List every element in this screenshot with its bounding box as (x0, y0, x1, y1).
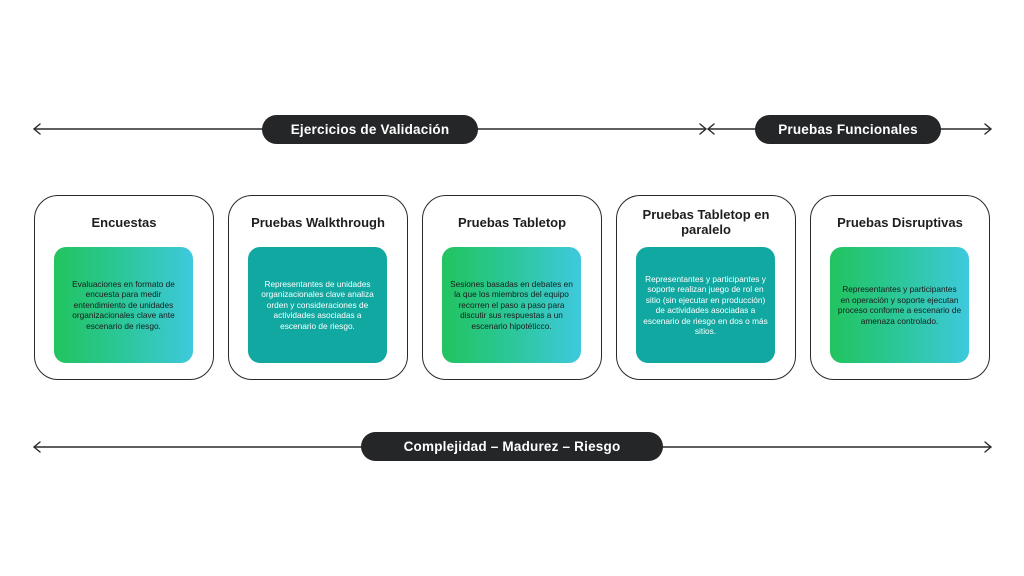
card-title: Pruebas Walkthrough (251, 214, 385, 230)
card-pruebas-tabletop-paralelo: Pruebas Tabletop en paralelo Representan… (616, 195, 796, 380)
functional-arrow-left-head (707, 123, 715, 135)
validation-arrow-left-head (33, 123, 41, 135)
card-pruebas-tabletop: Pruebas Tabletop Sesiones basadas en deb… (422, 195, 602, 380)
complexity-arrow-right-head (984, 441, 992, 453)
complexity-arrow-left-head (33, 441, 41, 453)
card-encuestas: Encuestas Evaluaciones en formato de enc… (34, 195, 214, 380)
card-pruebas-walkthrough: Pruebas Walkthrough Representantes de un… (228, 195, 408, 380)
card-description: Representantes de unidades organizaciona… (248, 247, 387, 363)
card-description: Sesiones basadas en debates en la que lo… (442, 247, 581, 363)
card-description: Representantes y participantes en operac… (830, 247, 969, 363)
functional-tests-label: Pruebas Funcionales (755, 115, 941, 144)
complexity-maturity-risk-label: Complejidad – Madurez – Riesgo (361, 432, 663, 461)
functional-arrow-right-head (984, 123, 992, 135)
card-title: Pruebas Disruptivas (837, 214, 963, 230)
validation-arrow-right-head (699, 123, 707, 135)
card-title: Pruebas Tabletop en paralelo (642, 207, 770, 237)
card-pruebas-disruptivas: Pruebas Disruptivas Representantes y par… (810, 195, 990, 380)
card-description: Evaluaciones en formato de encuesta para… (54, 247, 193, 363)
card-title: Encuestas (91, 214, 157, 230)
card-description: Representantes y participantes y soporte… (636, 247, 775, 363)
validation-exercises-label: Ejercicios de Validación (262, 115, 478, 144)
card-title: Pruebas Tabletop (457, 214, 567, 230)
